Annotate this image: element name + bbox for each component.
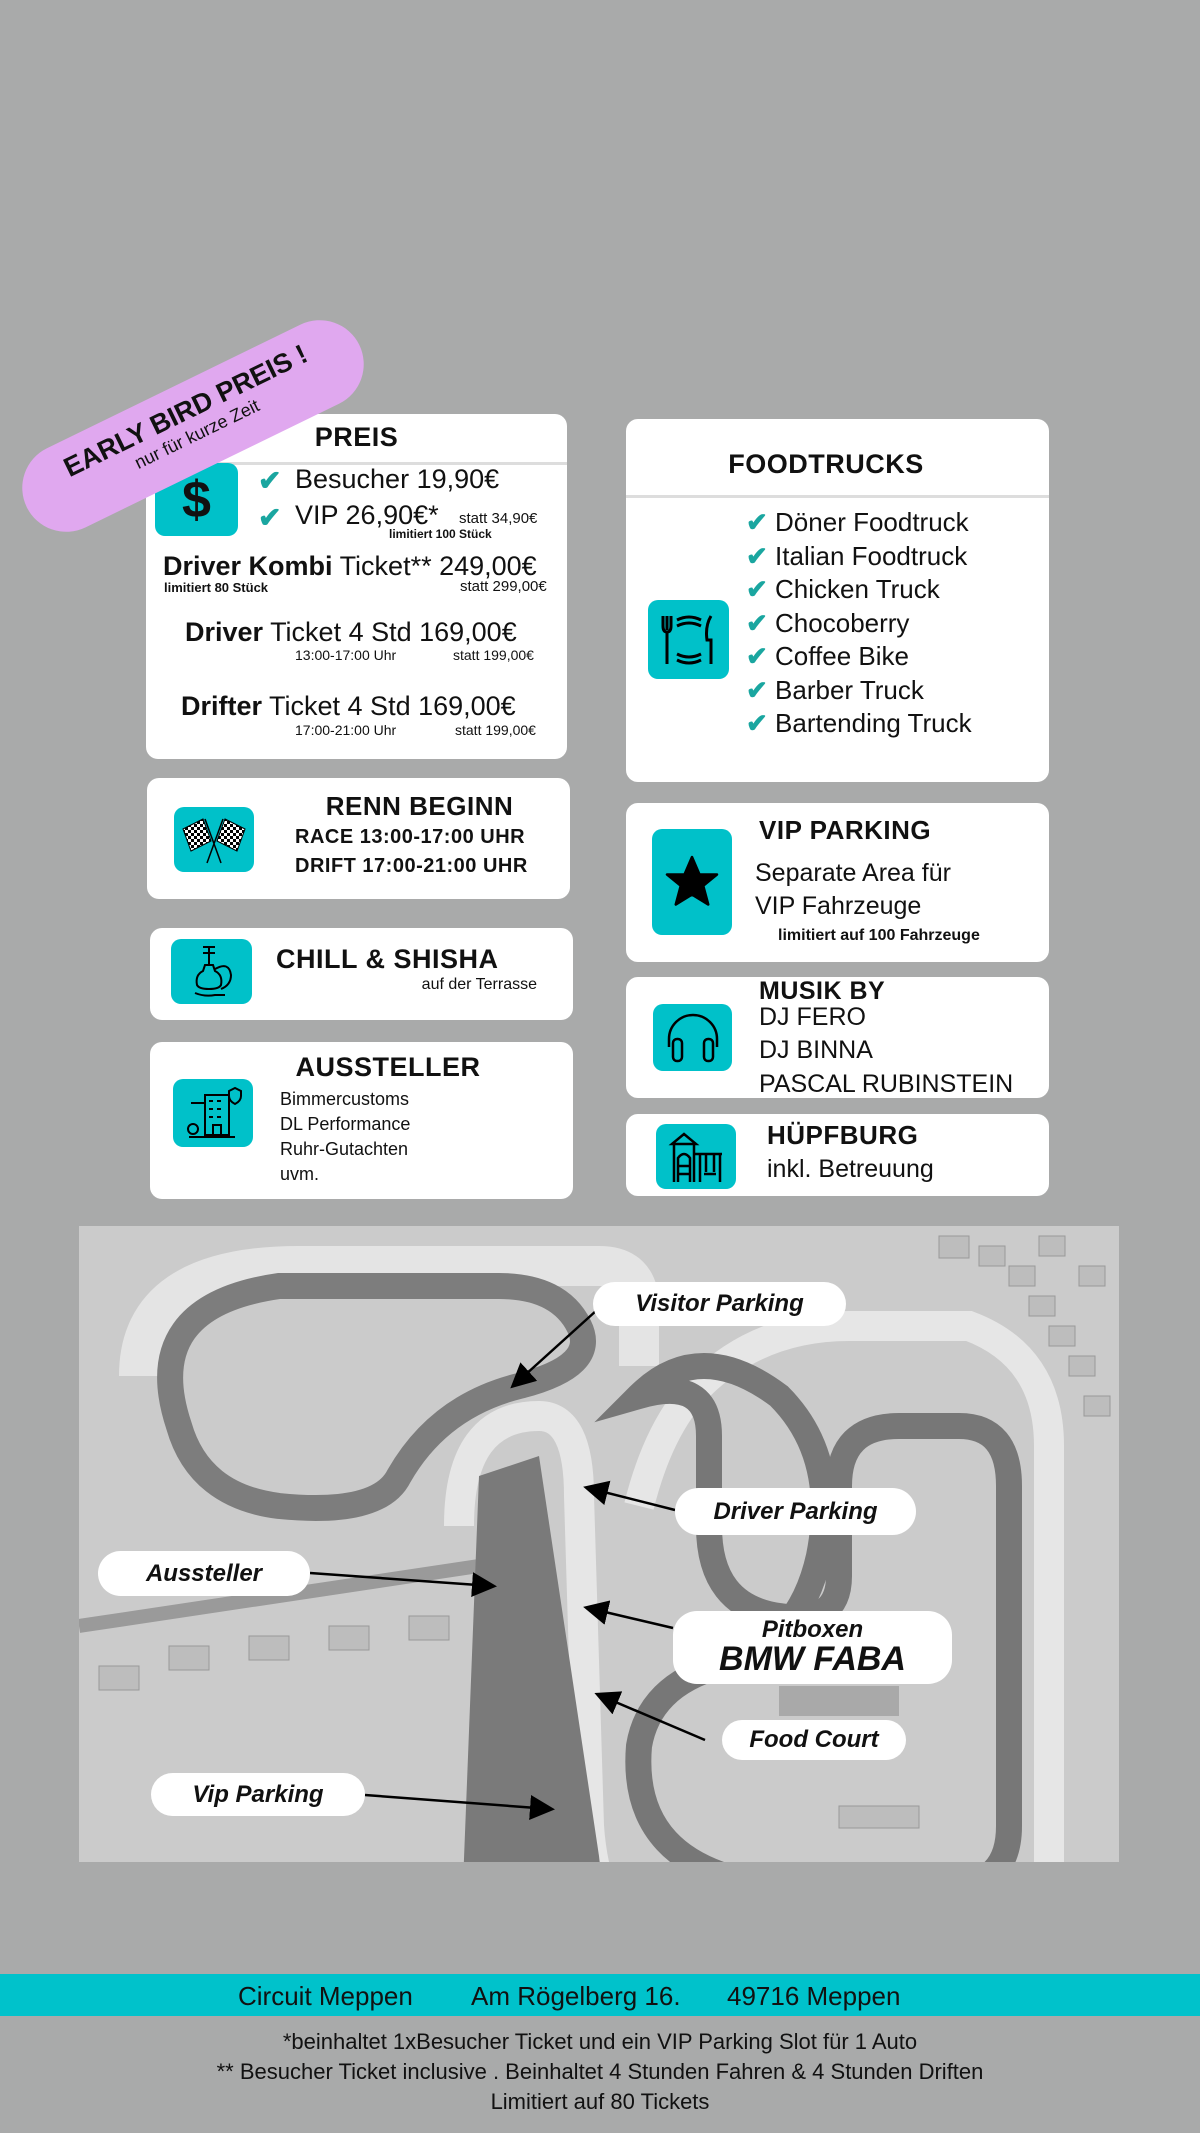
- race-title: RENN BEGINN: [325, 791, 514, 821]
- price-driver: Driver Ticket 4 Std 169,00€: [185, 617, 517, 648]
- map-label-food-court: Food Court: [722, 1720, 906, 1760]
- footnote: *beinhaltet 1xBesucher Ticket und ein VI…: [282, 2029, 918, 2054]
- list-item: ✔ Coffee Bike: [746, 641, 909, 671]
- building-icon: [173, 1079, 253, 1147]
- vip-line1: Separate Area für: [755, 859, 951, 887]
- exhibitor: Bimmercustoms: [280, 1089, 410, 1109]
- kombi-old: statt 299,00€: [460, 578, 547, 595]
- exhibitor: DL Performance: [280, 1114, 411, 1134]
- music-card: MUSIK BY DJ FERO DJ BINNA PASCAL RUBINST…: [626, 977, 1049, 1098]
- driver-bold: Driver: [185, 617, 264, 647]
- vip-parking-title: VIP PARKING: [759, 815, 932, 845]
- bouncy-title: HÜPFBURG: [767, 1120, 919, 1150]
- footnote: ** Besucher Ticket inclusive . Beinhalte…: [216, 2059, 984, 2084]
- drifter-rest: Ticket 4 Std 169,00€: [269, 691, 516, 721]
- vip-limit: limitiert auf 100 Fahrzeuge: [778, 927, 980, 944]
- drifter-old: statt 199,00€: [455, 722, 536, 738]
- foodtruck-list: ✔ Döner Foodtruck ✔ Italian Foodtruck ✔ …: [746, 506, 972, 741]
- map-label-driver-parking: Driver Parking: [675, 1488, 916, 1535]
- check-icon: ✔: [258, 465, 282, 496]
- shisha-icon: [171, 939, 252, 1004]
- chill-card: CHILL & SHISHA auf der Terrasse: [150, 928, 573, 1020]
- price-besucher: Besucher 19,90€: [295, 464, 500, 494]
- music-title: MUSIK BY: [759, 977, 886, 1005]
- driver-rest: Ticket 4 Std 169,00€: [270, 617, 517, 647]
- exhibitors-card: AUSSTELLER Bimmercustoms DL Performance …: [150, 1042, 573, 1199]
- bouncy-castle-card: HÜPFBURG inkl. Betreuung: [626, 1114, 1049, 1196]
- driver-time: 13:00-17:00 Uhr: [295, 647, 397, 663]
- exhibitors-title: AUSSTELLER: [295, 1052, 481, 1082]
- price-vip-limit: limitiert 100 Stück: [389, 527, 492, 541]
- race-time: RACE 13:00-17:00 UHR: [295, 826, 526, 848]
- driver-old: statt 199,00€: [453, 647, 534, 663]
- divider: [146, 462, 567, 465]
- chill-subtitle: auf der Terrasse: [421, 976, 537, 993]
- dj-name: PASCAL RUBINSTEIN: [759, 1070, 1014, 1098]
- drifter-bold: Drifter: [181, 691, 263, 721]
- pit-label: Pitboxen: [761, 1616, 864, 1644]
- price-title: PREIS: [314, 422, 399, 452]
- list-item: ✔ Italian Foodtruck: [746, 540, 968, 571]
- bouncy-subtitle: inkl. Betreuung: [767, 1155, 934, 1183]
- plate-cutlery-icon: [648, 600, 729, 679]
- exhibitor: Ruhr-Gutachten: [280, 1139, 409, 1159]
- kombi-bold: Driver Kombi: [163, 551, 333, 581]
- footnotes: *beinhaltet 1xBesucher Ticket und ein VI…: [0, 2027, 1200, 2117]
- venue-name: Circuit Meppen: [238, 1981, 413, 2011]
- list-item: ✔ Döner Foodtruck: [746, 507, 969, 537]
- race-start-card: RENN BEGINN RACE 13:00-17:00 UHR DRIFT 1…: [147, 778, 570, 899]
- track-map: [79, 1226, 1119, 1862]
- map-label-pitboxen: Pitboxen BMW FABA: [673, 1611, 952, 1684]
- exhibitor: uvm.: [280, 1164, 320, 1184]
- divider: [626, 495, 1049, 498]
- footnote: Limitiert auf 80 Tickets: [490, 2089, 710, 2114]
- map-label-vip-parking: Vip Parking: [151, 1773, 365, 1816]
- list-item: ✔ Chicken Truck: [746, 574, 940, 604]
- list-item: ✔ Barber Truck: [746, 674, 924, 705]
- pit-team-label: BMW FABA: [719, 1640, 906, 1679]
- foodtrucks-title: FOODTRUCKS: [728, 449, 924, 479]
- vip-line2: VIP Fahrzeuge: [755, 892, 922, 920]
- check-icon: ✔: [258, 502, 282, 533]
- kombi-limit: limitiert 80 Stück: [164, 580, 269, 595]
- price-kombi: Driver Kombi Ticket** 249,00€: [163, 551, 537, 582]
- price-vip-old: statt 34,90€: [459, 510, 538, 527]
- track-illustration: [79, 1226, 1119, 1862]
- playground-icon: [656, 1124, 736, 1189]
- list-item: ✔ Bartending Truck: [746, 708, 972, 738]
- checkered-flags-icon: [174, 807, 254, 872]
- map-label-aussteller: Aussteller: [98, 1551, 310, 1596]
- vip-parking-card: VIP PARKING Separate Area für VIP Fahrze…: [626, 803, 1049, 962]
- drifter-time: 17:00-21:00 Uhr: [295, 722, 397, 738]
- list-item: ✔ Chocoberry: [746, 607, 910, 638]
- drift-time: DRIFT 17:00-21:00 UHR: [295, 855, 528, 877]
- venue-city: 49716 Meppen: [727, 1981, 901, 2011]
- headphones-icon: [653, 1004, 732, 1071]
- address-bar: Circuit Meppen Am Rögelberg 16. 49716 Me…: [0, 1974, 1200, 2016]
- foodtrucks-card: FOODTRUCKS ✔ Döner Foodtruck ✔ Italian F…: [626, 419, 1049, 782]
- dj-name: DJ FERO: [759, 1003, 866, 1031]
- dj-name: DJ BINNA: [759, 1036, 873, 1064]
- venue-street: Am Rögelberg 16.: [471, 1981, 681, 2011]
- map-label-visitor-parking: Visitor Parking: [593, 1282, 846, 1326]
- price-drifter: Drifter Ticket 4 Std 169,00€: [181, 691, 516, 722]
- kombi-rest: Ticket** 249,00€: [339, 551, 537, 581]
- price-vip: VIP 26,90€*: [295, 500, 439, 530]
- chill-title: CHILL & SHISHA: [276, 944, 499, 974]
- star-icon: [652, 829, 732, 935]
